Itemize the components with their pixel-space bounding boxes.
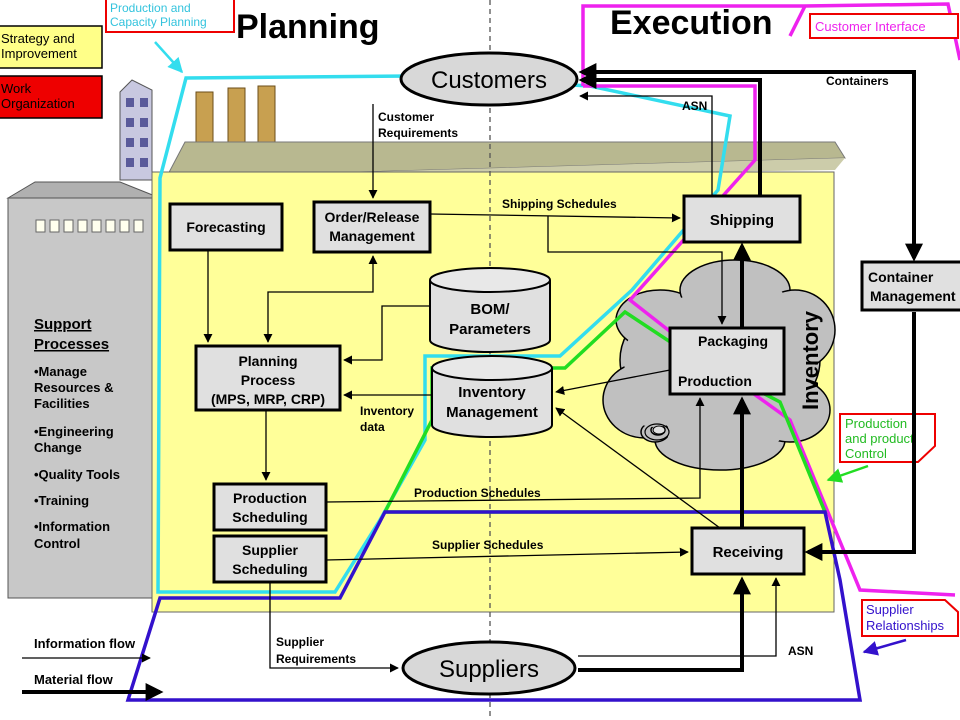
sr-callout-line2: Relationships <box>866 618 945 633</box>
forecasting-box: Forecasting <box>168 202 284 252</box>
order-release-box: Order/Release Management <box>312 200 432 254</box>
suppliers-node: Suppliers <box>401 640 577 696</box>
production-scheduling-box: Production Scheduling <box>212 482 328 532</box>
execution-heading: Execution <box>610 4 772 42</box>
planning-process-box: Planning Process (MPS, MRP, CRP) <box>194 344 342 412</box>
forecasting-label: Forecasting <box>186 219 265 235</box>
strategy-callout-line2: Improvement <box>1 46 77 61</box>
inventory-data-line2: data <box>360 420 385 434</box>
supp-sched-line1: Supplier <box>242 542 299 558</box>
support-title-line1: Support <box>34 316 92 333</box>
inv-mgmt-line1: Inventory <box>458 384 526 401</box>
customer-interface-label: Customer Interface <box>815 19 926 34</box>
receiving-label: Receiving <box>713 544 784 561</box>
production-control-outline <box>382 309 828 514</box>
shipping-box: Shipping <box>682 194 802 244</box>
workorg-callout-line1: Work <box>1 81 32 96</box>
ppc-callout-line2: and product <box>845 431 914 446</box>
bom-line1: BOM/ <box>470 301 510 318</box>
supplier-schedules-label: Supplier Schedules <box>432 538 544 552</box>
strategy-callout-line1: Strategy and <box>1 31 75 46</box>
material-flows <box>578 63 923 672</box>
supplier-relationships-outline <box>125 510 863 702</box>
support-item-1-line1: •Manage <box>34 364 87 379</box>
inventory-management-cylinder: Inventory Management <box>431 355 553 438</box>
legend-information-flow-label: Information flow <box>34 636 136 651</box>
shipping-label: Shipping <box>710 212 774 229</box>
work-organization-callout: Work Organization <box>0 75 103 119</box>
customers-node: Customers <box>399 51 579 107</box>
prod-sched-line1: Production <box>233 490 307 506</box>
customer-interface-callout: Customer Interface <box>809 13 959 39</box>
order-release-line2: Management <box>329 228 415 244</box>
bom-line2: Parameters <box>449 321 531 338</box>
receiving-box: Receiving <box>690 526 806 576</box>
packaging-label: Packaging <box>698 333 768 349</box>
pcp-callout-line2: Capacity Planning <box>110 15 207 29</box>
supplier-requirements-line1: Supplier <box>276 635 324 649</box>
supplier-relationships-callout: Supplier Relationships <box>861 599 959 656</box>
support-item-2-line1: •Engineering <box>34 424 114 439</box>
planning-process-line2: Process <box>241 372 296 388</box>
production-schedules-label: Production Schedules <box>414 486 541 500</box>
support-title-line2: Processes <box>34 336 109 353</box>
production-label: Production <box>678 373 752 389</box>
production-product-control-callout: Production and product Control <box>826 413 936 483</box>
customers-label: Customers <box>431 67 547 94</box>
support-item-5-line2: Control <box>34 536 80 551</box>
prod-sched-line2: Scheduling <box>232 509 307 525</box>
planning-process-line1: Planning <box>238 353 297 369</box>
container-mgmt-line1: Container <box>868 269 934 285</box>
strategy-improvement-callout: Strategy and Improvement <box>0 25 103 69</box>
shipping-schedules-label: Shipping Schedules <box>502 197 617 211</box>
planning-heading: Planning <box>236 8 380 46</box>
supplier-requirements-line2: Requirements <box>276 652 356 666</box>
bom-parameters-cylinder: BOM/ Parameters <box>429 267 551 353</box>
support-processes-list: Support Processes •Manage Resources & Fa… <box>34 316 120 551</box>
support-item-3: •Quality Tools <box>34 467 120 482</box>
support-item-1-line2: Resources & <box>34 380 113 395</box>
asn-top-label: ASN <box>682 99 707 113</box>
order-release-line1: Order/Release <box>325 209 420 225</box>
support-item-2-line2: Change <box>34 440 82 455</box>
inventory-data-line1: Inventory <box>360 404 414 418</box>
legend-material-flow-label: Material flow <box>34 672 114 687</box>
support-item-5-line1: •Information <box>34 519 110 534</box>
pcp-callout-line1: Production and <box>110 1 191 15</box>
support-item-4: •Training <box>34 493 89 508</box>
sr-callout-line1: Supplier <box>866 602 914 617</box>
customer-requirements-line1: Customer <box>378 110 434 124</box>
suppliers-label: Suppliers <box>439 656 539 683</box>
packaging-production-box: Packaging Production <box>668 326 786 396</box>
customer-interface-outline <box>581 2 960 86</box>
asn-bottom-label: ASN <box>788 644 813 658</box>
supp-sched-line2: Scheduling <box>232 561 307 577</box>
planning-process-line3: (MPS, MRP, CRP) <box>211 391 325 407</box>
legend: Information flow Material flow <box>22 636 164 701</box>
workorg-callout-line2: Organization <box>1 96 75 111</box>
container-management-box: Container Management <box>860 260 960 312</box>
supplier-scheduling-box: Supplier Scheduling <box>212 534 328 584</box>
customer-requirements-line2: Requirements <box>378 126 458 140</box>
inventory-label: Inventory <box>798 310 823 410</box>
inv-mgmt-line2: Management <box>446 404 538 421</box>
support-item-1-line3: Facilities <box>34 396 90 411</box>
containers-label: Containers <box>826 74 889 88</box>
production-capacity-planning-callout: Production and Capacity Planning <box>105 0 235 74</box>
container-mgmt-line2: Management <box>870 288 956 304</box>
ppc-callout-line1: Production <box>845 416 907 431</box>
ppc-callout-line3: Control <box>845 446 887 461</box>
